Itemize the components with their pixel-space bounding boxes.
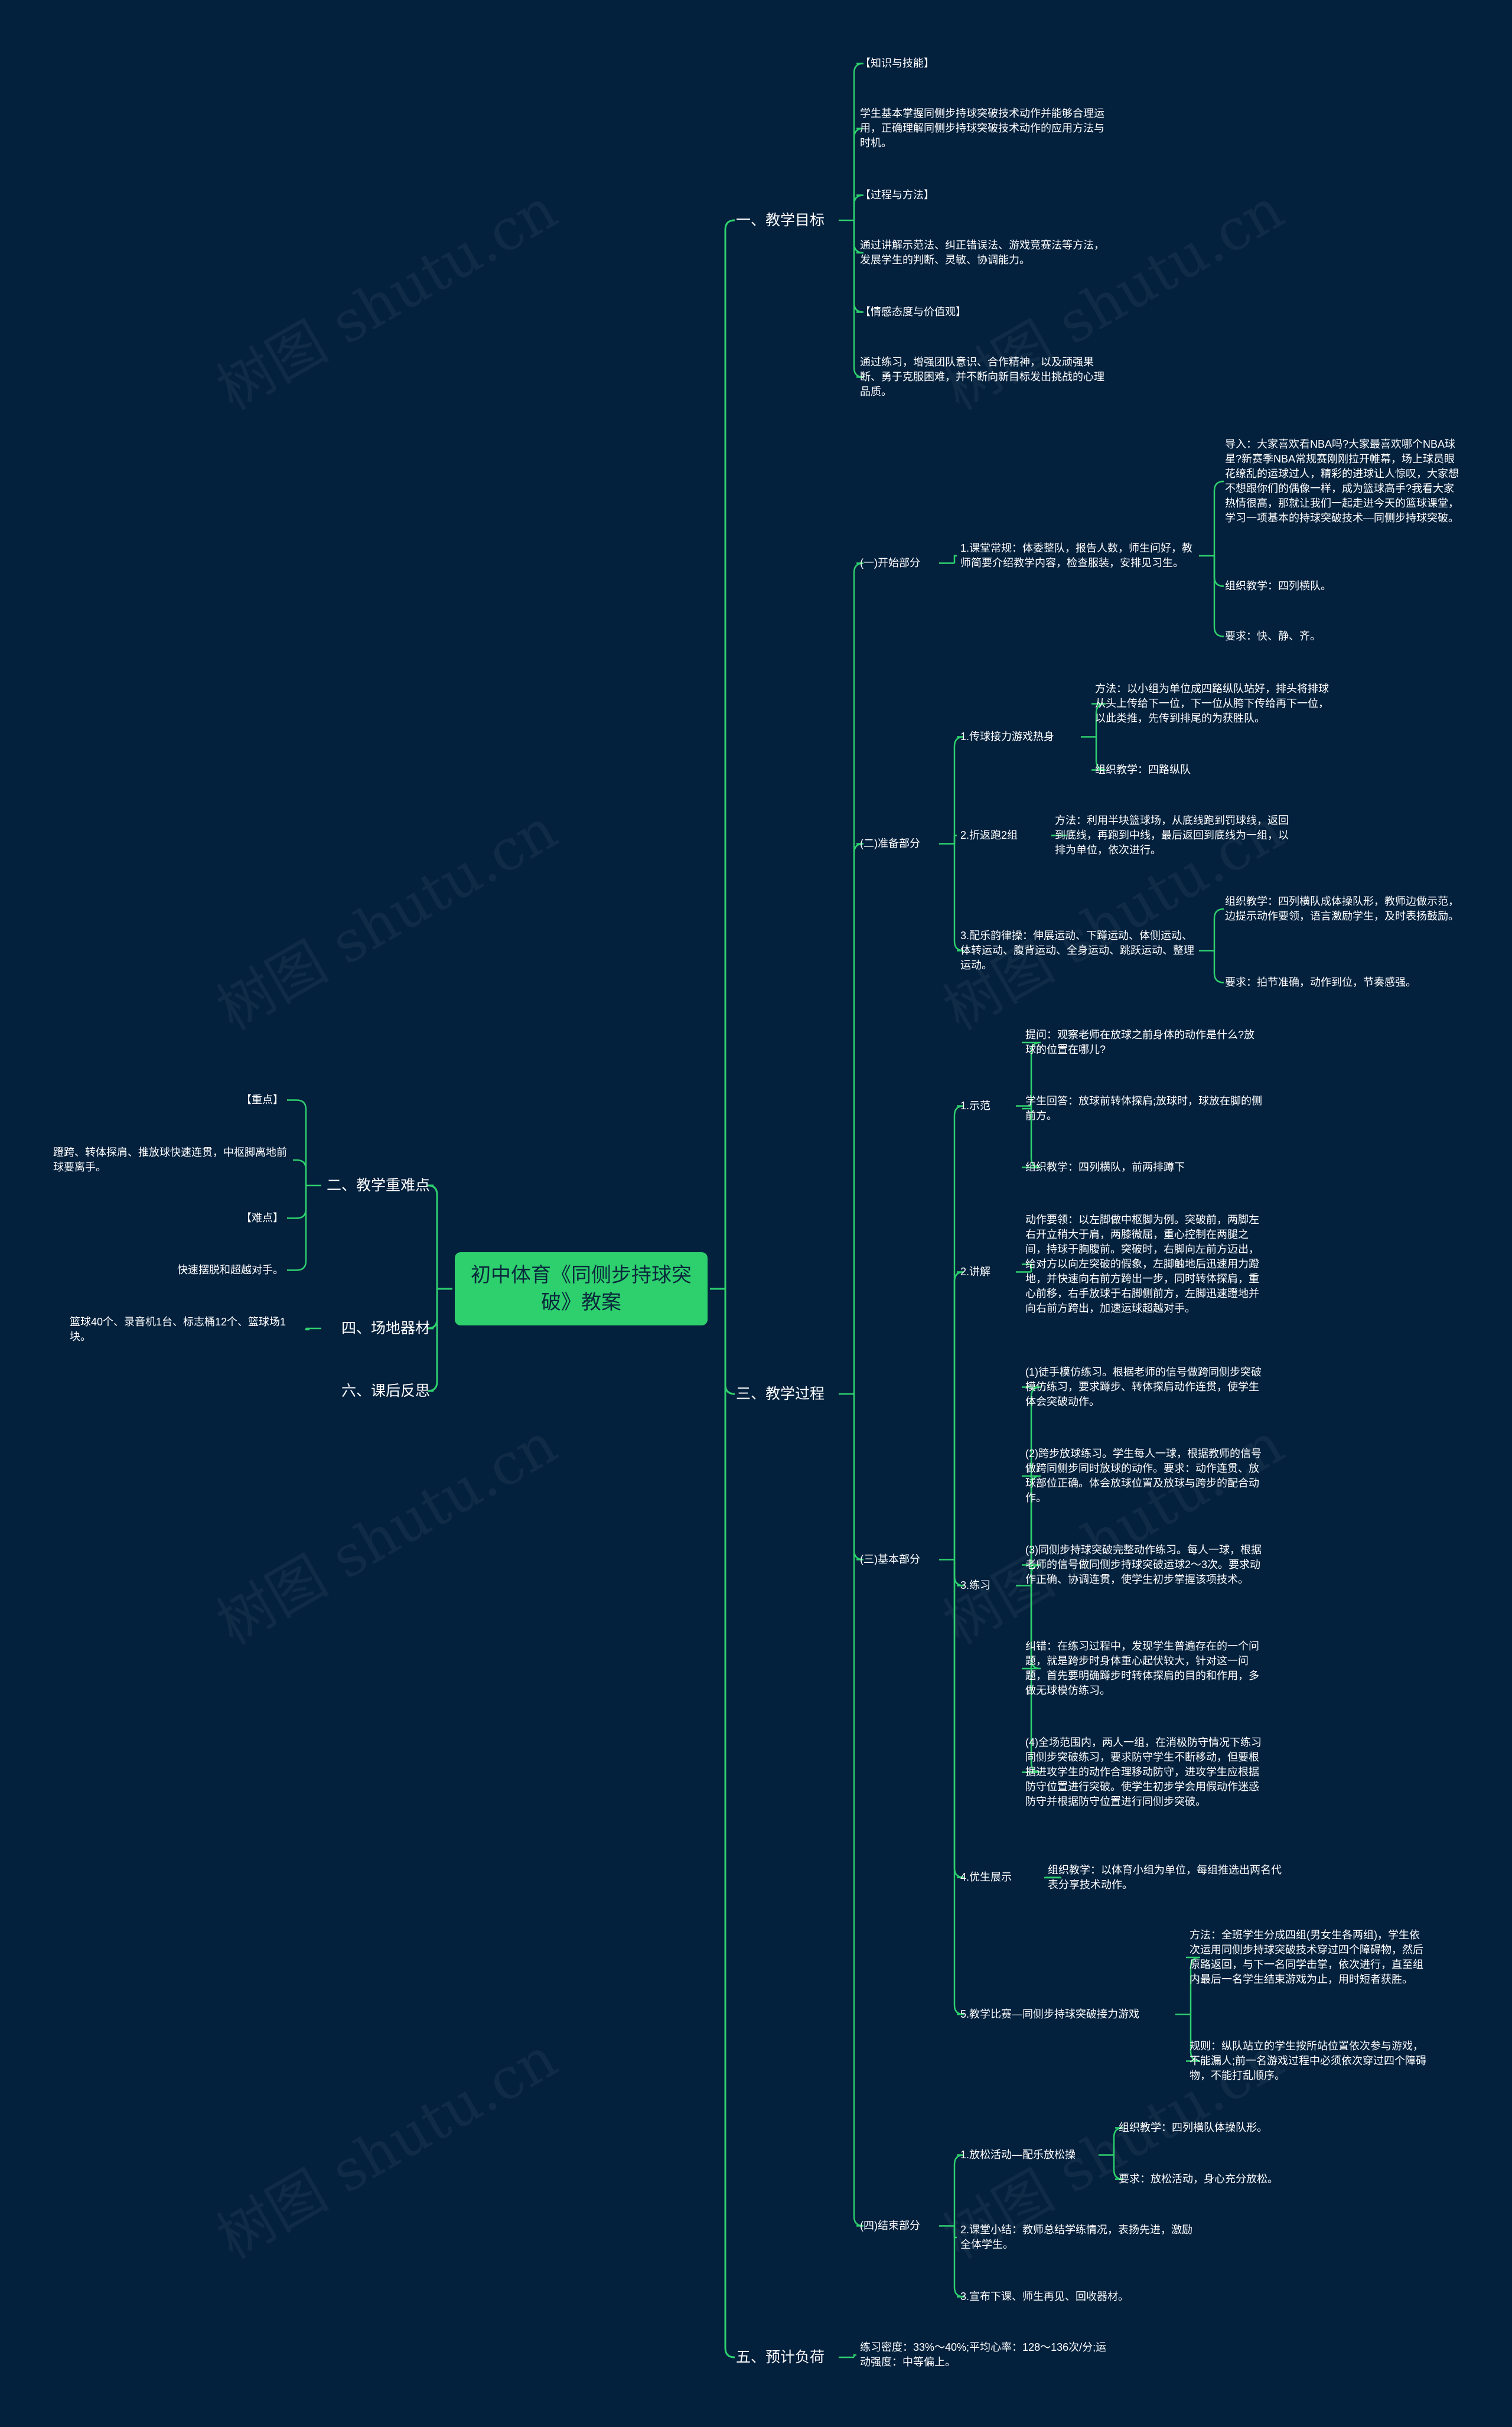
connector-line — [1213, 950, 1224, 983]
basic-demo-org[interactable]: 组织教学：四列横队，前两排蹲下 — [1025, 1161, 1185, 1173]
basic-explain-text[interactable]: 动作要领：以左脚做中枢脚为例。突破前，两脚左右开立稍大于肩，两膝微屈，重心控制在… — [1025, 1214, 1259, 1314]
prep-exercise-org[interactable]: 组织教学：四列横队成体操队形，教师边做示范，边提示动作要领，语言激励学生，及时表… — [1225, 895, 1459, 922]
equipment-text[interactable]: 篮球40个、录音机1台、标志桶12个、篮球场1块。 — [70, 1316, 286, 1343]
connector-line — [953, 2226, 957, 2239]
goal-text-process[interactable]: 通过讲解示范法、纠正错误法、游戏竞赛法等方法，发展学生的判断、灵敏、协调能力。 — [860, 239, 1104, 266]
basic-demo-question[interactable]: 提问：观察老师在放球之前身体的动作是什么?放球的位置在哪儿? — [1025, 1029, 1255, 1055]
basic-showcase[interactable]: 4.优生展示 — [960, 1871, 1012, 1883]
end-relax-org[interactable]: 组织教学：四列横队体操队形。 — [1119, 2122, 1267, 2133]
watermark: 树图 shutu.cn — [206, 796, 568, 1043]
basic-demo-answer[interactable]: 学生回答：放球前转体探肩;放球时，球放在脚的侧前方。 — [1025, 1095, 1262, 1122]
connector-line — [853, 1394, 864, 1561]
prep-relay[interactable]: 1.传球接力游戏热身 — [960, 731, 1055, 742]
basic-demo[interactable]: 1.示范 — [960, 1100, 991, 1112]
connector-line — [724, 1289, 735, 2358]
watermark: 树图 shutu.cn — [206, 175, 568, 423]
basic-practice[interactable]: 3.练习 — [960, 1579, 991, 1591]
goal-text-knowledge[interactable]: 学生基本掌握同侧步持球突破技术动作并能够合理运用，正确理解同侧步持球突破技术动作… — [860, 107, 1104, 149]
connector-line — [724, 219, 735, 1289]
prep-run[interactable]: 2.折返跑2组 — [960, 829, 1018, 841]
branch-key-points[interactable]: 二、教学重难点 — [326, 1177, 430, 1194]
basic-game-rule[interactable]: 规则：纵队站立的学生按所站位置依次参与游戏，不能漏人;前一名游戏过程中必须依次穿… — [1190, 2040, 1426, 2081]
connector-line — [1213, 908, 1224, 951]
branch-reflection[interactable]: 六、课后反思 — [341, 1383, 430, 1399]
connector-line — [293, 1159, 307, 1185]
connector-line — [427, 1184, 438, 1289]
practice-step[interactable]: (2)跨步放球练习。学生每人一球，根据教师的信号做跨同侧步同时放球的动作。要求：… — [1025, 1448, 1262, 1504]
goal-heading-process[interactable]: 【过程与方法】 — [860, 189, 934, 201]
practice-step[interactable]: (4)全场范围内，两人一组，在消极防守情况下练习同侧步突破练习，要求防守学生不断… — [1025, 1737, 1262, 1807]
branch-teaching-goals[interactable]: 一、教学目标 — [736, 212, 825, 229]
end-summary[interactable]: 2.课堂小结：教师总结学练情况，表扬先进，激励全体学生。 — [960, 2224, 1193, 2250]
connector-line — [953, 1271, 964, 1560]
connector-line — [853, 1394, 864, 2227]
goal-heading-attitude[interactable]: 【情感态度与价值观】 — [860, 306, 966, 318]
branch-teaching-process[interactable]: 三、教学过程 — [736, 1386, 825, 1402]
end-relax-req[interactable]: 要求：放松活动，身心充分放松。 — [1119, 2173, 1278, 2185]
goal-text-attitude[interactable]: 通过练习，增强团队意识、合作精神，以及顽强果断、勇于克服困难，并不断向新目标发出… — [860, 356, 1104, 398]
connector-line — [953, 555, 957, 563]
section-start[interactable]: (一)开始部分 — [860, 557, 920, 569]
practice-step[interactable]: (3)同侧步持球突破完整动作练习。每人一球，根据老师的信号做同侧步持球突破运球2… — [1025, 1544, 1262, 1585]
prep-exercise-req[interactable]: 要求：拍节准确，动作到位，节奏感强。 — [1225, 976, 1416, 988]
connector-line — [953, 2154, 964, 2226]
connector-line — [853, 2354, 856, 2357]
section-end[interactable]: (四)结束部分 — [860, 2220, 920, 2231]
section-prep[interactable]: (二)准备部分 — [860, 838, 920, 849]
goal-heading-knowledge[interactable]: 【知识与技能】 — [860, 57, 934, 69]
connector-line — [305, 1328, 309, 1331]
connector-line — [853, 843, 864, 1394]
basic-game-method[interactable]: 方法：全班学生分成四组(男女生各两组)，学生依次运用同侧步持球突破技术穿过四个障… — [1190, 1929, 1423, 1985]
branch-expected-load[interactable]: 五、预计负荷 — [736, 2349, 825, 2366]
start-req[interactable]: 要求：快、静、齐。 — [1225, 630, 1321, 642]
connector-line — [953, 1105, 964, 1560]
connector-line — [427, 1289, 438, 1392]
connector-line — [724, 1289, 735, 1395]
difficulty-text[interactable]: 快速摆脱和超越对手。 — [177, 1264, 284, 1276]
end-farewell[interactable]: 3.宣布下课、师生再见、回收器材。 — [960, 2291, 1129, 2302]
basic-explain[interactable]: 2.讲解 — [960, 1266, 991, 1278]
key-text[interactable]: 蹬跨、转体探肩、推放球快速连贯，中枢脚离地前球要离手。 — [53, 1146, 287, 1173]
watermark: 树图 shutu.cn — [206, 1410, 568, 1657]
section-basic[interactable]: (三)基本部分 — [860, 1553, 920, 1565]
start-routine[interactable]: 1.课堂常规：体委整队，报告人数，师生问好，教师简要介绍教学内容，检查服装，安排… — [960, 542, 1193, 569]
connector-line — [287, 1099, 307, 1185]
connector-line — [953, 835, 957, 844]
prep-run-method[interactable]: 方法：利用半块篮球场，从底线跑到罚球线，返回到底线，再跑到中线，最后返回到底线为… — [1055, 815, 1289, 856]
difficulty-label[interactable]: 【难点】 — [241, 1212, 284, 1224]
connector-line — [1213, 556, 1224, 637]
connector-line — [287, 1185, 307, 1271]
practice-correction[interactable]: 纠错：在练习过程中，发现学生普遍存在的一个问题，就是跨步时身体重心起伏较大，针对… — [1025, 1640, 1259, 1696]
connector-line — [287, 1185, 307, 1219]
connector-line — [1213, 556, 1224, 587]
prep-exercise[interactable]: 3.配乐韵律操：伸展运动、下蹲运动、体侧运动、体转运动、腹背运动、全身运动、跳跃… — [960, 930, 1194, 971]
watermark: 树图 shutu.cn — [206, 2024, 568, 2272]
connector-line — [853, 562, 864, 1394]
start-org[interactable]: 组织教学：四列横队。 — [1225, 580, 1331, 592]
connector-line — [953, 1559, 964, 1878]
key-label[interactable]: 【重点】 — [241, 1094, 284, 1106]
basic-game[interactable]: 5.教学比赛—同侧步持球突破接力游戏 — [960, 2008, 1140, 2020]
load-text[interactable]: 练习密度：33%～40%;平均心率：128～136次/分;运动强度：中等偏上。 — [860, 2341, 1107, 2368]
connector-line — [953, 1559, 964, 2015]
branch-equipment[interactable]: 四、场地器材 — [341, 1320, 430, 1337]
end-relax[interactable]: 1.放松活动—配乐放松操 — [960, 2149, 1076, 2161]
basic-showcase-text[interactable]: 组织教学：以体育小组为单位，每组推选出两名代表分享技术动作。 — [1048, 1864, 1282, 1891]
watermark: 树图 shutu.cn — [933, 1410, 1295, 1657]
root-topic[interactable]: 初中体育《同侧步持球突破》教案 — [455, 1252, 708, 1325]
connector-line — [1213, 480, 1224, 556]
prep-relay-method[interactable]: 方法：以小组为单位成四路纵队站好，排头将排球从头上传给下一位，下一位从胯下传给再… — [1095, 683, 1329, 724]
prep-relay-org[interactable]: 组织教学：四路纵队 — [1095, 764, 1191, 776]
practice-step[interactable]: (1)徒手模仿练习。根据老师的信号做跨同侧步突破模仿练习，要求蹲步、转体探肩动作… — [1025, 1366, 1262, 1408]
start-intro[interactable]: 导入：大家喜欢看NBA吗?大家最喜欢哪个NBA球星?新赛季NBA常规赛刚刚拉开帷… — [1225, 438, 1459, 524]
